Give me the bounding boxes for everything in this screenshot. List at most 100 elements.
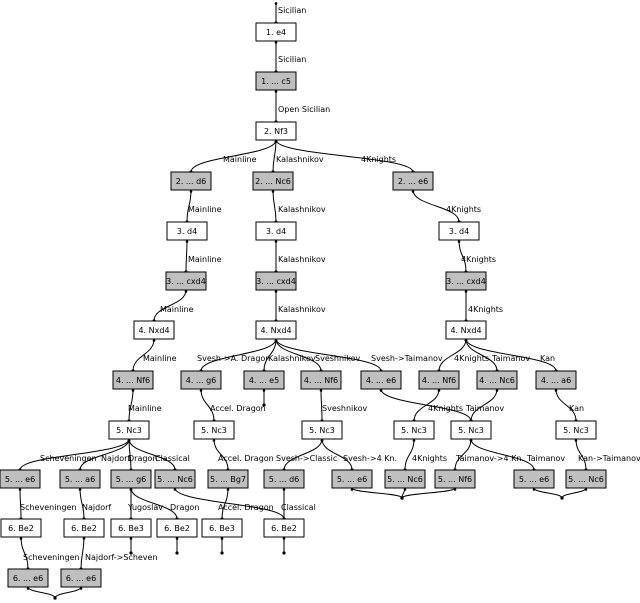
move-node-label: 5. ... g6	[116, 475, 147, 484]
move-node: 6. Be3	[110, 518, 152, 538]
move-node-box	[445, 320, 487, 340]
edge-origin	[18, 488, 22, 491]
edge-n10-n13	[153, 289, 187, 322]
move-node-box	[156, 518, 198, 538]
edge-origin	[127, 439, 131, 442]
move-node: 5. Nc3	[450, 420, 492, 440]
edge-n19-n26	[320, 388, 323, 422]
edge-origin	[274, 2, 278, 5]
edge-n26-n36	[321, 438, 353, 471]
move-node-label: 5. Nc3	[116, 426, 142, 435]
move-node: 2. ... e6	[392, 171, 434, 191]
move-node-label: 6. Be3	[209, 524, 235, 533]
move-node-box	[201, 518, 243, 538]
move-node-label: 5. ... a6	[65, 475, 95, 484]
edge-n3-n4	[190, 139, 277, 173]
edge-label: Dragon	[170, 503, 199, 512]
edge-label: Scheveningen	[20, 503, 77, 512]
edge-tip	[129, 551, 133, 555]
edge-n15-n22	[465, 338, 498, 372]
edge-n36-merge_right	[351, 487, 403, 499]
move-node: 5. Nc3	[301, 420, 343, 440]
move-node-label: 5. Nc3	[309, 426, 335, 435]
move-node-label: 3. d4	[177, 227, 197, 236]
edge-origin	[274, 140, 278, 143]
edge-n41-n47	[20, 536, 29, 570]
move-node-box	[434, 469, 476, 489]
move-node: 4. Nxd4	[133, 320, 175, 340]
move-node: 4. ... Nf6	[300, 370, 342, 390]
edge-origin	[350, 488, 354, 491]
move-node-box	[393, 420, 435, 440]
edge-n15-n23	[465, 338, 557, 372]
move-node-label: 6. Be2	[164, 524, 190, 533]
edge-label: Mainline	[128, 404, 162, 413]
move-node-label: 5. Nc3	[563, 426, 589, 435]
move-node-box	[7, 568, 49, 588]
edge-origin	[129, 488, 133, 491]
edge-n38-merge_right	[401, 487, 456, 499]
move-node-label: 5. Nc3	[458, 426, 484, 435]
move-node: 4. ... Nf6	[418, 370, 460, 390]
edge-label: Kalashnikov	[278, 255, 326, 264]
edge-origin	[554, 389, 558, 392]
edge-n24-n31	[79, 438, 130, 471]
edge-label: Scheveningen	[23, 553, 80, 562]
edge-n29-n40	[575, 438, 587, 471]
edge-label: Taimanov	[465, 404, 504, 413]
move-node-box	[513, 469, 555, 489]
edge-n26-n35	[283, 438, 323, 471]
move-node-box	[63, 518, 105, 538]
edge-origin	[79, 587, 83, 590]
move-node-box	[180, 370, 222, 390]
edge-origin	[412, 439, 416, 442]
move-node: 5. ... e6	[0, 469, 41, 489]
edge-n5-n8	[272, 189, 277, 223]
move-node-label: 2. ... d6	[176, 177, 207, 186]
move-node: 6. Be3	[201, 518, 243, 538]
move-node: 6. ... e6	[7, 568, 49, 588]
edge-n14-n19	[275, 338, 322, 372]
edge-origin	[464, 339, 468, 342]
move-node: 4. ... g6	[180, 370, 222, 390]
move-node-box	[565, 469, 607, 489]
edge-label: Kalashnikov	[278, 205, 326, 214]
move-node-box	[301, 420, 343, 440]
move-node-label: 5. ... e6	[5, 475, 35, 484]
edge-label: Kalashnikov	[278, 305, 326, 314]
move-node: 5. ... d6	[263, 469, 305, 489]
move-node: 5. Nc3	[393, 420, 435, 440]
move-node: 6. ... e6	[60, 568, 102, 588]
edge-tip	[175, 551, 179, 555]
move-node-box	[255, 121, 297, 141]
move-node-box	[165, 271, 207, 291]
edge-origin	[274, 90, 278, 93]
move-node: 2. ... d6	[170, 171, 212, 191]
edge-n7-n10	[185, 239, 188, 273]
move-node: 6. Be2	[0, 518, 42, 538]
edge-label: Taimanov->4 Kn.	[455, 454, 524, 463]
edge-label: 4Knights	[461, 255, 496, 264]
move-node-box	[252, 171, 294, 191]
edge-origin	[26, 587, 30, 590]
move-node: 4. Nxd4	[255, 320, 297, 340]
edge-n13-n16	[132, 338, 155, 372]
edge-label: 4Knights	[468, 305, 503, 314]
edge-label: 4Knights	[454, 354, 489, 363]
move-node-label: 5. ... d6	[269, 475, 300, 484]
edge-n14-n17	[200, 338, 277, 372]
edge-n4-n7	[186, 189, 192, 223]
move-node-label: 4. ... Nf6	[116, 376, 150, 385]
move-node-box	[392, 171, 434, 191]
edge-n30-n41	[19, 487, 22, 520]
edge-label: Najdorf->Scheven	[85, 553, 158, 562]
move-node-label: 2. ... Nc6	[255, 177, 291, 186]
edge-label: Svesh->4 Kn.	[343, 454, 397, 463]
edge-label: Sicilian	[278, 6, 306, 15]
move-node-label: 3. ... cxd4	[256, 277, 296, 286]
edge-n16-n24	[128, 388, 134, 422]
move-node-box	[166, 221, 208, 241]
edge-label: Kalashnikov	[276, 155, 324, 164]
move-node-label: 5. ... Bg7	[210, 475, 246, 484]
move-node: 1. e4	[255, 22, 297, 42]
